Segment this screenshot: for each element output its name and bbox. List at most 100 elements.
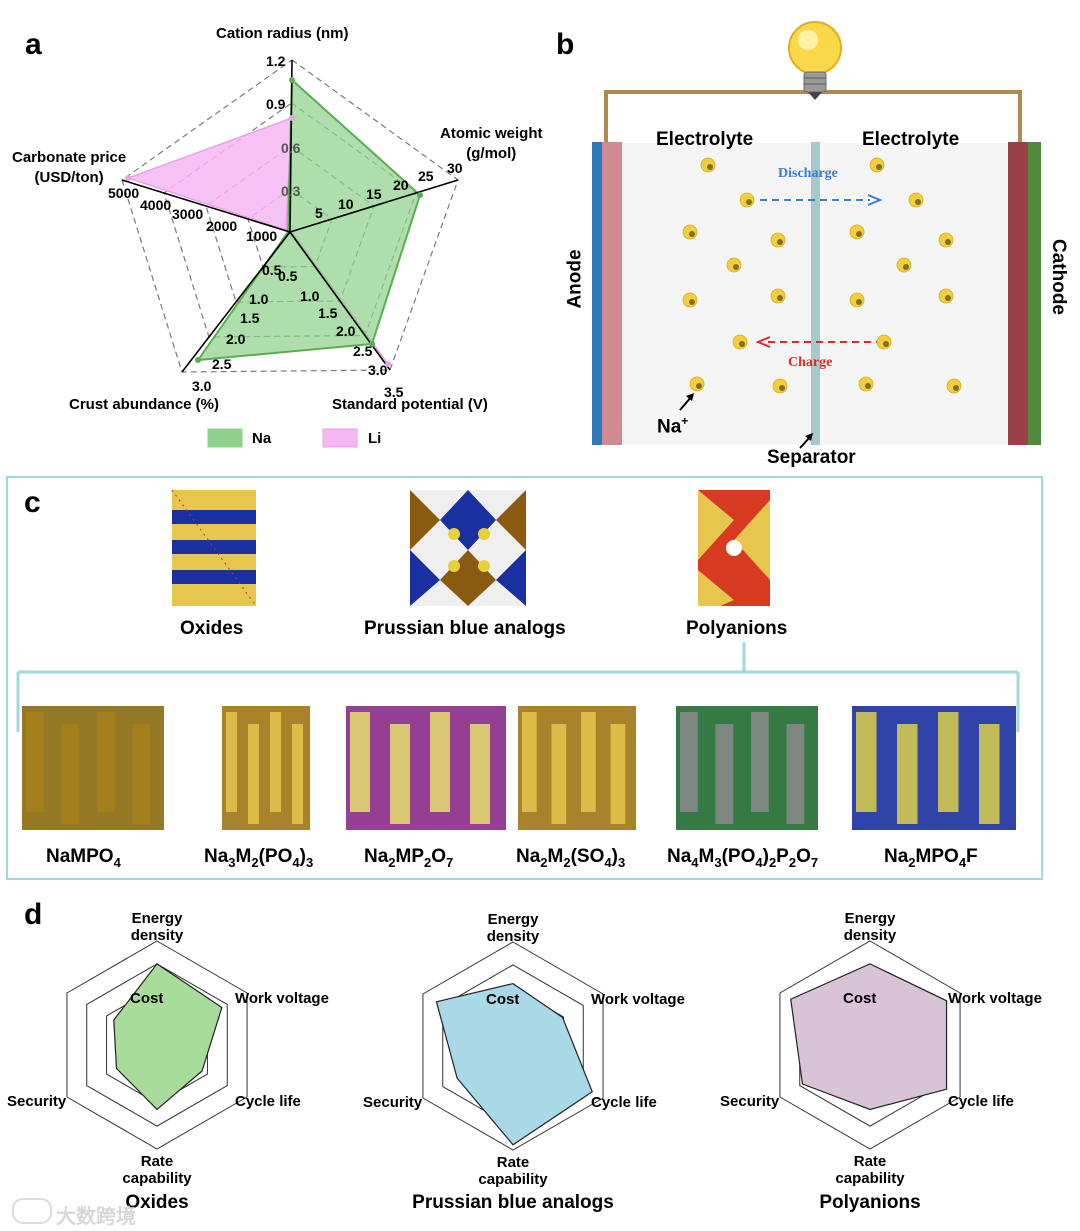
discharge-label: Discharge [778, 166, 838, 181]
sodium-ion-shade [689, 299, 695, 305]
axis-title-atomic-weight-line1: Atomic weight [440, 125, 543, 142]
radar-d-axis-label: Cost [486, 991, 520, 1008]
polyanion-structure-stripe [680, 712, 698, 812]
radar-d-axis-label-line: Energy [844, 910, 896, 927]
radar-d-axis-label-line: density [130, 927, 184, 944]
radar-d-axis-label: Work voltage [948, 990, 1042, 1007]
radar-a-na-area [195, 77, 422, 362]
formula-part: O [431, 846, 447, 867]
sodium-ion-shade [739, 341, 745, 347]
legend-na-swatch [207, 428, 243, 448]
sodium-ion-shade [696, 383, 702, 389]
legend-li-swatch [322, 428, 358, 448]
radar-d-title: Polyanions [819, 1192, 921, 1213]
radar-a-tick-label: 0.5 [278, 268, 298, 284]
sodium-ion-shade [876, 164, 882, 170]
axis-title-cation-radius: Cation radius (nm) [216, 25, 349, 42]
radar-d-axis-label-line: capability [478, 1171, 548, 1188]
radar-a-tick-label: 0.5 [262, 262, 282, 278]
formula-subscript: 4 [113, 854, 121, 870]
polyanion-family-structures [22, 706, 1016, 830]
na-ion-charge: + [681, 414, 689, 428]
legend-na-label: Na [252, 430, 272, 447]
radar-a-tick-label: 0.3 [281, 183, 301, 199]
polyanion-structure-stripe [470, 724, 490, 824]
formula-subscript: 2 [251, 854, 259, 870]
formula-subscript: 7 [810, 854, 819, 870]
formula-part: ) [611, 846, 618, 867]
formula-subscript: 2 [424, 854, 432, 870]
radar-chart-a [121, 59, 459, 448]
radar-a-na-point [289, 77, 295, 83]
radar-d-axis-label: Security [363, 1094, 423, 1111]
radar-a-na-point [195, 357, 201, 363]
sodium-ion-shade [945, 295, 951, 301]
radar-d-axis-label: Work voltage [591, 991, 685, 1008]
radar-d-area [790, 963, 948, 1111]
radar-a-tick-label: 1.0 [249, 291, 269, 307]
radar-d-axis-label-line: Rate [853, 1153, 887, 1170]
polyanion-structure-stripe [270, 712, 281, 812]
axis-title-standard-potential: Standard potential (V) [332, 396, 488, 413]
formula-part: Na [884, 846, 909, 867]
radar-a-tick-label: 4000 [140, 197, 172, 213]
panel-letter-d: d [24, 898, 43, 931]
polyanion-structure-stripe [979, 724, 1000, 824]
radar-d-title: Oxides [125, 1192, 189, 1213]
polyanion-bracket [16, 642, 1020, 732]
polyanion-structure-stripe [786, 724, 805, 824]
panel-letter-b: b [556, 28, 575, 61]
radar-d-title: Prussian blue analogs [412, 1192, 614, 1213]
radar-d-axis-label: Cost [843, 990, 877, 1007]
separator-membrane [811, 142, 820, 445]
sodium-ion-shade [733, 264, 739, 270]
radar-a-tick-label: 2000 [206, 218, 238, 234]
polyanion-structure-stripe [897, 724, 918, 824]
radar-a-li-point [289, 115, 295, 121]
radar-a-tick-label: 15 [366, 186, 382, 202]
radar-d-axis-label-line: capability [835, 1170, 905, 1187]
polyanion-formula: Na3M2(PO4)3 [204, 846, 313, 870]
polyanion-structure-stripe [292, 724, 303, 824]
radar-d-grid-ring [422, 941, 604, 1151]
polyanion-structure-stripe [350, 712, 370, 812]
radar-d-axis-label: Cycle life [235, 1093, 301, 1110]
formula-part: MP [395, 846, 425, 867]
polyanion-structure-stripe [97, 712, 115, 812]
radar-a-tick-label: 1.5 [240, 310, 260, 326]
oxides-structure [171, 489, 257, 607]
material-label-polyanions: Polyanions [686, 618, 788, 639]
light-bulb-icon [788, 21, 842, 100]
sodium-ion-shade [856, 231, 862, 237]
formula-subscript: 2 [388, 854, 396, 870]
radar-a-tick-label: 25 [418, 168, 434, 184]
material-label-oxides: Oxides [180, 618, 244, 639]
formula-subscript: 2 [768, 854, 777, 870]
formula-part: ) [299, 846, 306, 867]
formula-subscript: 3 [714, 854, 722, 870]
formula-part: O [796, 846, 811, 867]
watermark: 大数跨境 [56, 1206, 136, 1228]
formula-part: M [235, 846, 252, 867]
radar-d-grid-ring [86, 963, 228, 1127]
formula-subscript: 2 [540, 854, 548, 870]
anode-layer [602, 142, 622, 445]
sodium-ion-shade [883, 341, 889, 347]
sodium-ion-shade [746, 199, 752, 205]
radar-a-li-point [385, 361, 391, 367]
formula-subscript: 7 [446, 854, 454, 870]
polyanion-structure-stripe [390, 724, 410, 824]
formula-part: (PO [721, 846, 756, 867]
formula-subscript: 4 [958, 854, 967, 870]
formula-subscript: 4 [292, 854, 300, 870]
formula-part: MPO [915, 846, 959, 867]
radar-d-axis-label: Cycle life [591, 1094, 657, 1111]
legend-li-label: Li [368, 430, 382, 447]
sodium-ion-shade [953, 385, 959, 391]
polyanion-structure-stripe [248, 724, 259, 824]
formula-subscript: 2 [563, 854, 571, 870]
formula-part: M [698, 846, 715, 867]
